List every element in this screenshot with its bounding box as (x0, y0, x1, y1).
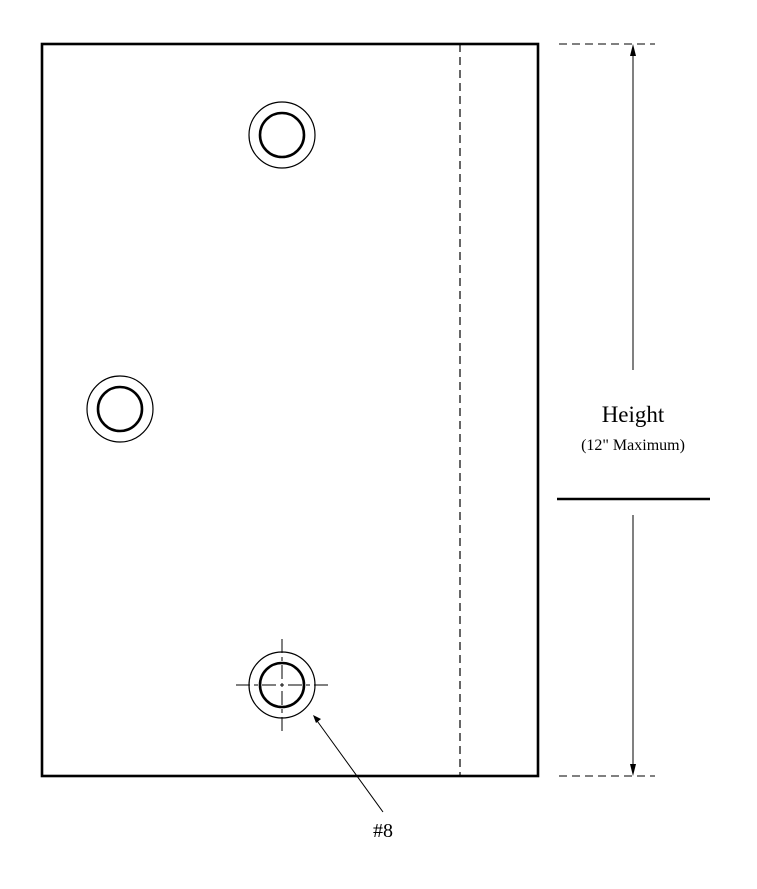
screw-hole-bottom (236, 639, 328, 731)
screw-hole-middle (86, 375, 154, 443)
height-dimension-line (630, 44, 636, 776)
screw-hole-top (248, 101, 316, 169)
dimension-arrow-down (630, 764, 636, 776)
dimension-arrow-up (630, 44, 636, 56)
callout-label: #8 (373, 820, 393, 842)
dimension-sublabel: (12" Maximum) (581, 437, 685, 454)
callout-leader (313, 715, 384, 813)
hinge-leaf-outline (40, 42, 540, 778)
dimension-label: Height (602, 402, 665, 427)
callout-arrowhead (313, 715, 321, 723)
